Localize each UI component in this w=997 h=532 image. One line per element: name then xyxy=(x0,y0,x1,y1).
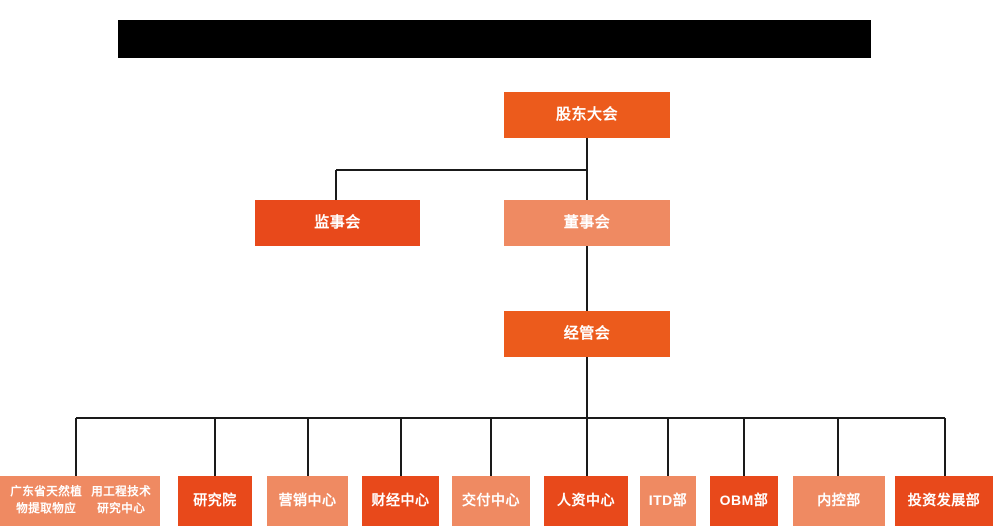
redacted-title-banner xyxy=(118,20,871,58)
node-board-of-directors[interactable]: 董事会 xyxy=(504,200,670,246)
node-dept-obm[interactable]: OBM部 xyxy=(710,476,778,526)
node-management-committee[interactable]: 经管会 xyxy=(504,311,670,357)
node-dept-research-center[interactable]: 广东省天然植物提取物应 用工程技术研究中心 xyxy=(0,476,160,526)
node-board-of-supervisors[interactable]: 监事会 xyxy=(255,200,420,246)
node-dept-itd[interactable]: ITD部 xyxy=(640,476,696,526)
dept-label-line-2: 用工程技术研究中心 xyxy=(91,486,152,515)
node-dept-investment-development[interactable]: 投资发展部 xyxy=(895,476,993,526)
dept-label-line-1: 广东省天然植物提取物应 xyxy=(10,486,83,515)
node-dept-hr-center[interactable]: 人资中心 xyxy=(544,476,628,526)
node-dept-finance-center[interactable]: 财经中心 xyxy=(362,476,439,526)
node-shareholders-meeting[interactable]: 股东大会 xyxy=(504,92,670,138)
node-dept-internal-control[interactable]: 内控部 xyxy=(793,476,885,526)
node-dept-research-institute[interactable]: 研究院 xyxy=(178,476,252,526)
node-dept-delivery-center[interactable]: 交付中心 xyxy=(452,476,530,526)
node-dept-marketing-center[interactable]: 营销中心 xyxy=(267,476,348,526)
